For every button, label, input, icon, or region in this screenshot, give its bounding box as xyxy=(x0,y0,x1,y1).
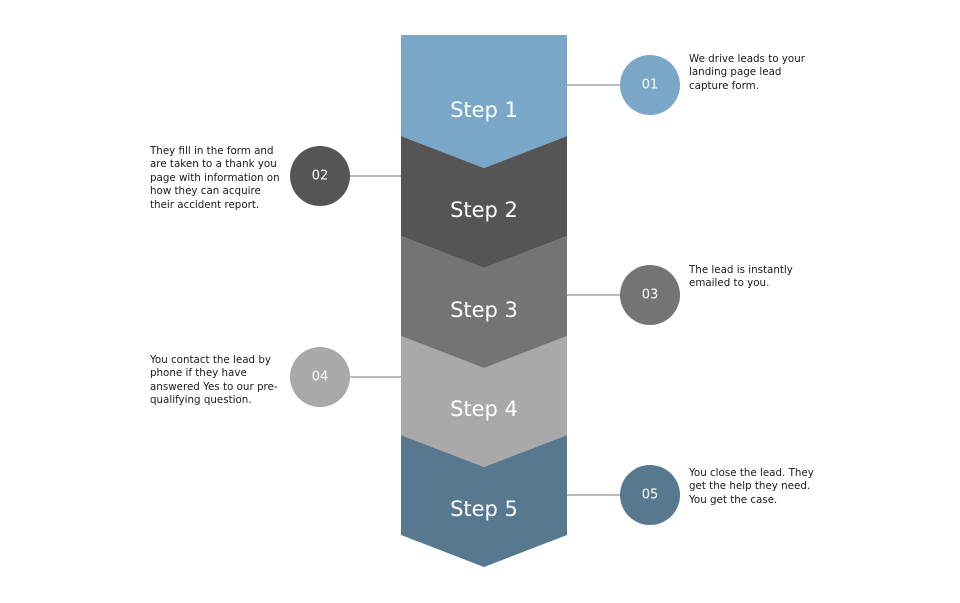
step-5-label: Step 5 xyxy=(450,497,518,521)
step-2-segment xyxy=(401,136,567,268)
badge-03-label: 03 xyxy=(642,288,659,303)
badge-01-label: 01 xyxy=(642,78,659,93)
step-2-label: Step 2 xyxy=(450,198,518,222)
step-5-segment xyxy=(401,435,567,567)
badge-04 xyxy=(290,347,350,407)
step-1-label: Step 1 xyxy=(450,98,518,122)
badge-03 xyxy=(620,265,680,325)
step-4-description: You contact the lead by phone if they ha… xyxy=(150,354,278,407)
step-3-label: Step 3 xyxy=(450,298,518,322)
badge-02-label: 02 xyxy=(312,169,329,184)
badge-02 xyxy=(290,146,350,206)
step-3-description: The lead is instantly emailed to you. xyxy=(689,264,793,290)
badge-05 xyxy=(620,465,680,525)
step-4-label: Step 4 xyxy=(450,397,518,421)
badge-01 xyxy=(620,55,680,115)
step-5-description: You close the lead. They get the help th… xyxy=(689,467,814,506)
step-2-description: They fill in the form and are taken to a… xyxy=(150,145,280,211)
step-4-segment xyxy=(401,336,567,467)
step-1-description: We drive leads to your landing page lead… xyxy=(689,53,805,92)
step-1-segment xyxy=(401,35,567,168)
badge-04-label: 04 xyxy=(312,370,329,385)
badge-05-label: 05 xyxy=(642,488,659,503)
step-3-segment xyxy=(401,236,567,368)
